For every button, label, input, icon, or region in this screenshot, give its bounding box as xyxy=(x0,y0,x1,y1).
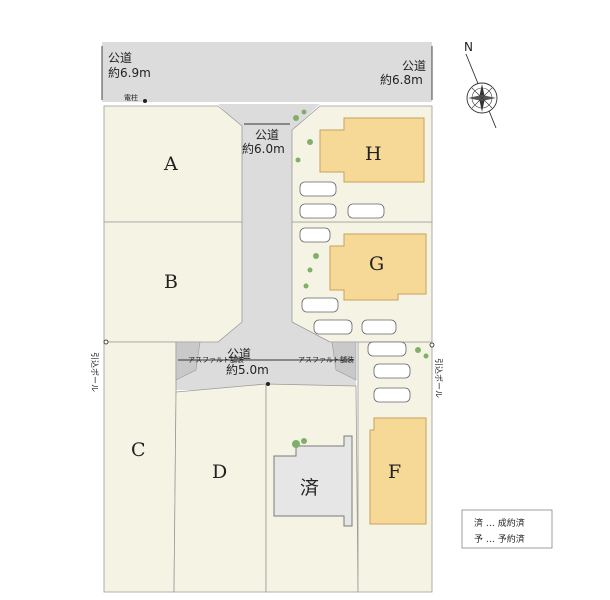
legend-reserved: 予 … 予約済 xyxy=(474,533,525,545)
top-left-road-width: 約6.9m xyxy=(108,65,151,80)
legend-box xyxy=(461,509,553,549)
lot-b[interactable] xyxy=(103,221,243,343)
misc-labels: 電柱 アスファルト舗装 アスファルト舗装 引込ポール 引込ポール xyxy=(90,93,443,398)
compass-north-label: N xyxy=(464,40,473,54)
asphalt-right-patch xyxy=(331,341,357,381)
bottom-road-name: 公道 xyxy=(227,347,251,361)
house-h xyxy=(319,117,425,183)
markers xyxy=(103,99,435,386)
greenery-layer xyxy=(292,109,429,448)
pull-pole-right-label: 引込ポール xyxy=(434,358,443,398)
car-icon xyxy=(361,319,397,335)
pull-pole-right-marker xyxy=(429,342,435,348)
tree-icon xyxy=(295,157,301,163)
lot-c[interactable] xyxy=(103,341,177,593)
tree-icon xyxy=(307,267,313,273)
tree-icon xyxy=(292,440,300,448)
lot-a[interactable] xyxy=(103,105,243,223)
lot-label-f: F xyxy=(388,461,401,483)
tree-icon xyxy=(415,347,421,353)
center-road-name: 公道 xyxy=(255,128,279,142)
tree-icon xyxy=(303,283,309,289)
car-icon xyxy=(373,387,411,403)
lot-label-g: G xyxy=(369,253,384,275)
car-icon xyxy=(347,203,385,219)
bottom-road-apron xyxy=(176,342,356,390)
utility-pole-label: 電柱 xyxy=(124,93,138,102)
center-road-width: 約6.0m xyxy=(242,141,285,156)
tree-icon xyxy=(307,139,313,145)
cars-layer xyxy=(299,181,411,403)
house-f xyxy=(369,417,427,525)
utility-pole-marker xyxy=(143,99,147,103)
top-left-road-name: 公道 xyxy=(108,51,132,65)
houses-layer xyxy=(273,117,427,527)
lot-label-a: A xyxy=(163,153,178,175)
top-right-road-width: 約6.8m xyxy=(380,72,423,87)
center-road xyxy=(176,104,356,388)
legend: 済 … 成約済 予 … 予約済 xyxy=(461,509,553,549)
tree-icon xyxy=(301,109,307,115)
car-icon xyxy=(299,181,337,197)
car-icon xyxy=(373,363,411,379)
sold-house xyxy=(273,435,353,527)
road-network xyxy=(102,42,432,390)
lot-label-b: B xyxy=(164,271,178,293)
pull-pole-left-marker xyxy=(103,339,109,345)
house-g xyxy=(329,233,427,301)
bottom-road-marker xyxy=(266,382,270,386)
car-icon xyxy=(367,341,407,357)
dimension-lines xyxy=(101,46,433,361)
road-labels: 公道 約6.9m 公道 約6.8m 公道 約6.0m 公道 約5.0m xyxy=(108,51,426,377)
pull-pole-left-label: 引込ポール xyxy=(90,352,99,392)
tree-icon xyxy=(301,438,307,444)
top-right-road-name: 公道 xyxy=(402,59,426,73)
asphalt-right-label: アスファルト舗装 xyxy=(298,355,354,364)
car-icon xyxy=(301,297,339,313)
lot-label-h: H xyxy=(365,143,382,165)
lot-d[interactable] xyxy=(173,383,267,593)
asphalt-left-label: アスファルト舗装 xyxy=(188,355,244,364)
asphalt-left-patch xyxy=(175,341,201,381)
top-road xyxy=(102,42,432,102)
asphalt-patches xyxy=(175,341,357,381)
lot-label-d: D xyxy=(212,461,227,483)
car-icon xyxy=(313,319,353,335)
tree-icon xyxy=(423,353,429,359)
car-icon xyxy=(299,203,337,219)
sold-label: 済 xyxy=(300,477,319,499)
bottom-road-width: 約5.0m xyxy=(226,362,269,377)
car-icon xyxy=(299,227,331,243)
lot-labels: A B C D F G H 済 xyxy=(131,143,401,499)
tree-icon xyxy=(313,253,319,259)
legend-sold: 済 … 成約済 xyxy=(474,517,525,529)
tree-icon xyxy=(293,115,299,121)
compass-icon: N xyxy=(464,40,498,129)
lot-label-c: C xyxy=(131,439,146,461)
